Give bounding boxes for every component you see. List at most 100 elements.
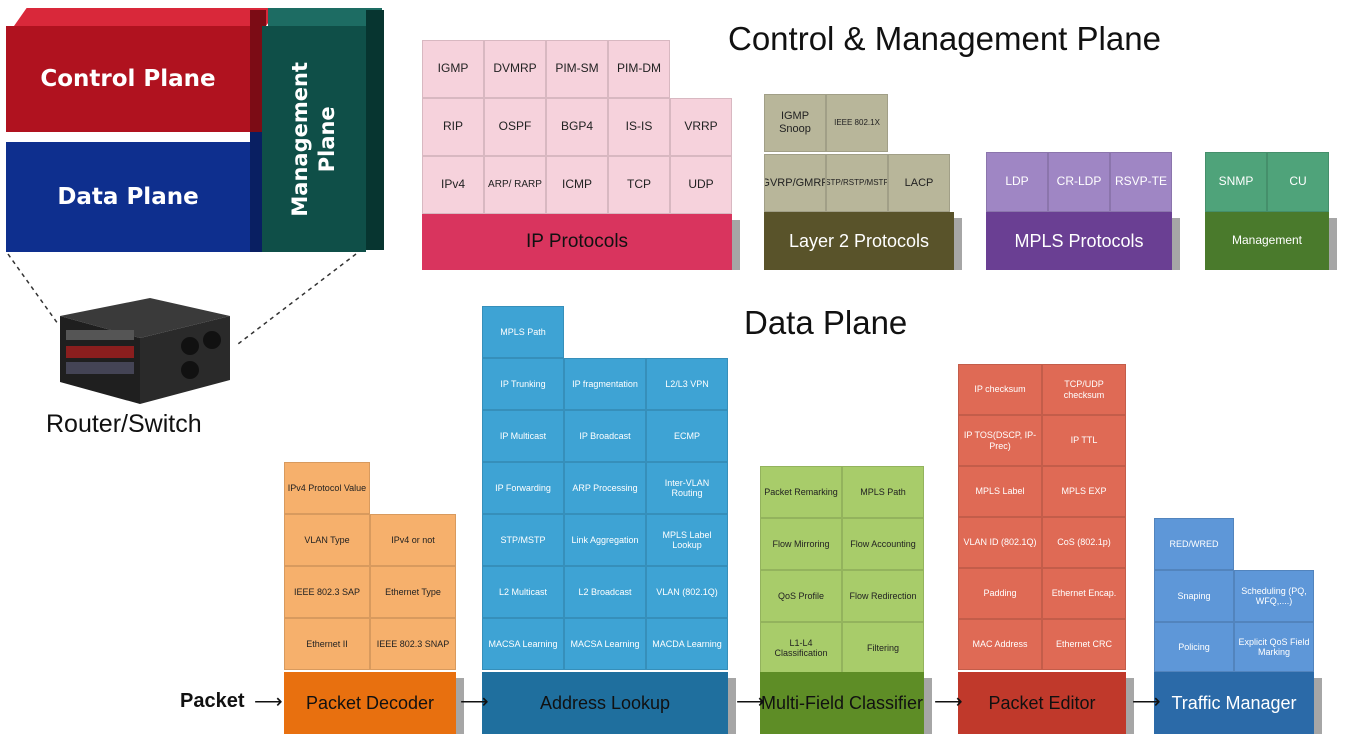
packet-editor-block: Packet Editor bbox=[958, 672, 1126, 734]
cell-flow-accounting: Flow Accounting bbox=[842, 518, 924, 570]
cell-inter-vlan-routing: Inter-VLAN Routing bbox=[646, 462, 728, 514]
cell-arp-processing: ARP Processing bbox=[564, 462, 646, 514]
cell-ip-forwarding: IP Forwarding bbox=[482, 462, 564, 514]
cell-vlan-type: VLAN Type bbox=[284, 514, 370, 566]
cell-label: CU bbox=[1289, 174, 1307, 189]
cell-ip-broadcast: IP Broadcast bbox=[564, 410, 646, 462]
cell-l2-broadcast: L2 Broadcast bbox=[564, 566, 646, 618]
multi-field-classifier-block: Multi-Field Classifier bbox=[760, 672, 924, 734]
cell-ip-ttl: IP TTL bbox=[1042, 415, 1126, 466]
cell-label: Scheduling (PQ, WFQ,....) bbox=[1241, 585, 1307, 606]
cell-label: Policing bbox=[1178, 641, 1210, 652]
ip-protocols-block: IP Protocols bbox=[422, 214, 732, 270]
cell-label: CoS (802.1p) bbox=[1057, 537, 1111, 548]
cell-label: Flow Mirroring bbox=[772, 538, 830, 549]
cell-label: TCP/UDP checksum bbox=[1063, 379, 1105, 400]
cell-ipv4-protocol-value: IPv4 Protocol Value bbox=[284, 462, 370, 514]
arrow-decoder-lookup-icon: ⟶ bbox=[460, 691, 489, 713]
cell-label: PIM-SM bbox=[555, 61, 599, 76]
block-label: Packet Decoder bbox=[305, 692, 435, 713]
cell-mpls-exp: MPLS EXP bbox=[1042, 466, 1126, 517]
cell-rsvp-te: RSVP-TE bbox=[1110, 152, 1172, 212]
cell-icmp: ICMP bbox=[546, 156, 608, 214]
cell-flow-redirection: Flow Redirection bbox=[842, 570, 924, 622]
cell-label: IEEE 802.1X bbox=[834, 118, 880, 128]
cell-vlan-802-1q: VLAN (802.1Q) bbox=[646, 566, 728, 618]
cell-label: IP checksum bbox=[974, 384, 1026, 395]
cell-label: Filtering bbox=[866, 642, 899, 653]
cell-label: OSPF bbox=[498, 119, 532, 134]
cell-vlan-id-802-1q: VLAN ID (802.1Q) bbox=[958, 517, 1042, 568]
cell-label: ARP Processing bbox=[572, 482, 638, 493]
cell-label: MACDA Learning bbox=[652, 638, 722, 649]
cell-label: VLAN ID (802.1Q) bbox=[963, 537, 1037, 548]
cell-label: RIP bbox=[442, 119, 463, 134]
cell-l2-multicast: L2 Multicast bbox=[482, 566, 564, 618]
cell-ospf: OSPF bbox=[484, 98, 546, 156]
cell-label: L1-L4 Classification bbox=[774, 637, 828, 658]
data-plane-block: Data Plane bbox=[6, 142, 250, 252]
block-label: Layer 2 Protocols bbox=[788, 230, 930, 251]
cell-ecmp: ECMP bbox=[646, 410, 728, 462]
cell-link-aggregation: Link Aggregation bbox=[564, 514, 646, 566]
cell-cr-ldp: CR-LDP bbox=[1048, 152, 1110, 212]
cell-label: Padding bbox=[983, 588, 1017, 599]
cell-policing: Policing bbox=[1154, 622, 1234, 672]
cell-packet-remarking: Packet Remarking bbox=[760, 466, 842, 518]
cell-label: IGMP Snoop bbox=[779, 110, 811, 135]
block-side-shade bbox=[1126, 678, 1134, 734]
block-side-shade bbox=[456, 678, 464, 734]
cell-ip-multicast: IP Multicast bbox=[482, 410, 564, 462]
cell-label: IP Broadcast bbox=[579, 430, 631, 441]
cell-tcp: TCP bbox=[608, 156, 670, 214]
cell-cu: CU bbox=[1267, 152, 1329, 212]
cell-pim-sm: PIM-SM bbox=[546, 40, 608, 98]
cell-ethernet-type: Ethernet Type bbox=[370, 566, 456, 618]
cell-label: STP/MSTP bbox=[500, 534, 546, 545]
data-plane-side bbox=[250, 132, 264, 252]
cell-label: IPv4 Protocol Value bbox=[287, 482, 367, 493]
cell-igmp: IGMP bbox=[422, 40, 484, 98]
cell-ethernet-encap: Ethernet Encap. bbox=[1042, 568, 1126, 619]
block-side-shade bbox=[924, 678, 932, 734]
cell-label: MPLS Label bbox=[975, 486, 1025, 497]
cell-label: Packet Remarking bbox=[764, 486, 838, 497]
cell-label: IPv4 or not bbox=[391, 534, 435, 545]
cell-mac-address: MAC Address bbox=[958, 619, 1042, 670]
cell-label: ECMP bbox=[673, 430, 700, 441]
cell-flow-mirroring: Flow Mirroring bbox=[760, 518, 842, 570]
cell-ipv4: IPv4 bbox=[422, 156, 484, 214]
cell-ieee-802-3-snap: IEEE 802.3 SNAP bbox=[370, 618, 456, 670]
cell-label: Flow Accounting bbox=[850, 538, 916, 549]
cell-label: MACSA Learning bbox=[488, 638, 558, 649]
management-plane-side bbox=[366, 10, 384, 250]
management-plane-top bbox=[268, 8, 382, 26]
management-plane-label: Management Plane bbox=[287, 61, 340, 217]
cell-qos-profile: QoS Profile bbox=[760, 570, 842, 622]
packet-arrow-icon: ⟶ bbox=[254, 691, 283, 713]
cell-label: SNMP bbox=[1218, 174, 1254, 189]
cell-label: Ethernet CRC bbox=[1055, 639, 1113, 650]
cell-snaping: Snaping bbox=[1154, 570, 1234, 622]
mpls-protocols-block: MPLS Protocols bbox=[986, 212, 1172, 270]
cell-label: Ethernet Encap. bbox=[1051, 588, 1117, 599]
cell-label: L2 Broadcast bbox=[578, 586, 632, 597]
cell-mpls-label-lookup: MPLS Label Lookup bbox=[646, 514, 728, 566]
cell-gvrp-gmrp: GVRP/GMRP bbox=[764, 154, 826, 212]
cell-label: RED/WRED bbox=[1169, 538, 1219, 549]
cell-arp-rarp: ARP/ RARP bbox=[484, 156, 546, 214]
cell-label: QoS Profile bbox=[777, 590, 825, 601]
router-switch-label: Router/Switch bbox=[46, 410, 202, 438]
cell-label: MPLS EXP bbox=[1061, 486, 1107, 497]
cell-pim-dm: PIM-DM bbox=[608, 40, 670, 98]
cell-snmp: SNMP bbox=[1205, 152, 1267, 212]
cell-label: Snaping bbox=[1177, 590, 1211, 601]
cell-tcp-udp-checksum: TCP/UDP checksum bbox=[1042, 364, 1126, 415]
cell-rip: RIP bbox=[422, 98, 484, 156]
cell-is-is: IS-IS bbox=[608, 98, 670, 156]
block-side-shade bbox=[1172, 218, 1180, 270]
cell-label: MAC Address bbox=[972, 639, 1028, 650]
block-label: Traffic Manager bbox=[1171, 692, 1297, 713]
cell-label: MPLS Path bbox=[860, 486, 906, 497]
cell-label: Flow Redirection bbox=[849, 590, 917, 601]
